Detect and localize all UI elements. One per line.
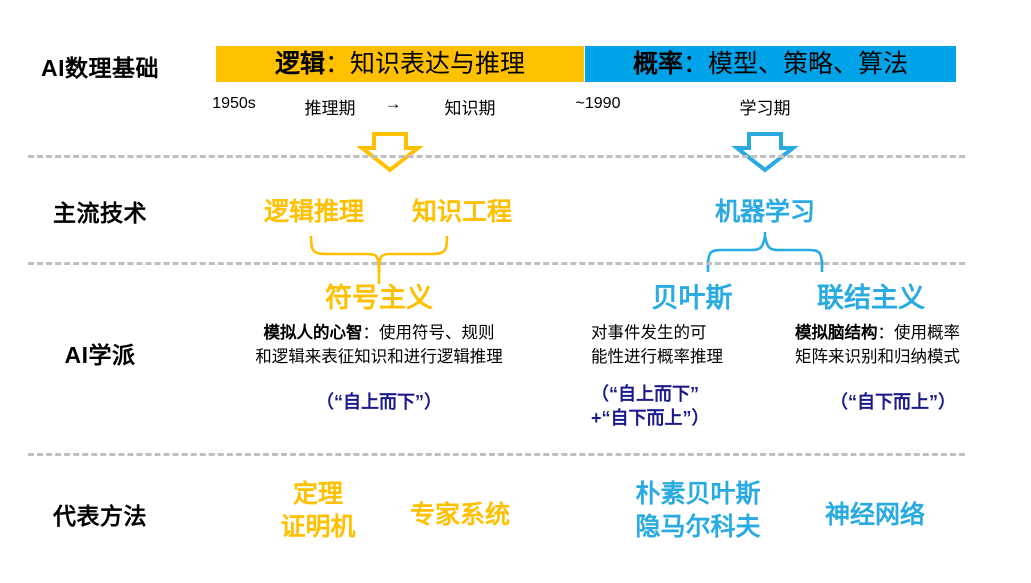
school-desc-symbolism-line2: 和逻辑来表征知识和进行逻辑推理 [255, 347, 503, 366]
banner-probability-rest: ：模型、策略、算法 [683, 50, 909, 78]
method-theorem-prover-line1: 定理 [292, 480, 343, 508]
era-mid-year: ~1990 [575, 95, 621, 112]
method-theorem-prover-line2: 证明机 [280, 513, 356, 541]
method-expert-system: 专家系统 [392, 499, 528, 532]
tech-knowledge-engineering: 知识工程 [411, 198, 512, 226]
school-updown-bayesianism-line2: +“自下而上”） [591, 408, 710, 429]
school-updown-bayesianism: （“自上而下” +“自下而上”） [591, 382, 791, 431]
divider-tech-school [28, 262, 965, 265]
banner-probability: 概率：模型、策略、算法 [585, 46, 956, 82]
method-theorem-prover: 定理 证明机 [258, 478, 378, 544]
school-updown-bayesianism-line1: （“自上而下” [591, 384, 699, 404]
school-title-connectionism: 联结主义 [817, 283, 925, 313]
banner-logic-strong: 逻辑 [274, 50, 325, 78]
school-desc-bayesianism-line2: 能性进行概率推理 [591, 347, 723, 366]
school-updown-symbolism: （“自上而下”） [316, 392, 442, 412]
method-neural-network-line1: 神经网络 [824, 501, 925, 529]
tech-logic-reasoning: 逻辑推理 [263, 198, 364, 226]
method-naive-bayes-hmm: 朴素贝叶斯 隐马尔科夫 [613, 478, 783, 544]
era-start-year: 1950s [212, 95, 256, 112]
era-reasoning-period: 推理期 [304, 99, 356, 118]
school-desc-symbolism-rest: ：使用符号、规则 [362, 324, 495, 342]
era-knowledge-period: 知识期 [444, 99, 496, 118]
row-label-technology: 主流技术 [53, 200, 147, 226]
school-desc-connectionism-line2: 矩阵来识别和归纳模式 [795, 347, 960, 366]
era-learning-period: 学习期 [739, 99, 791, 118]
school-title-bayesianism: 贝叶斯 [651, 283, 733, 313]
school-desc-connectionism-rest: ：使用概率 [877, 324, 961, 342]
banner-logic: 逻辑：知识表达与推理 [216, 46, 584, 82]
school-desc-symbolism-bold: 模拟人的心智 [263, 324, 363, 342]
method-naive-bayes-line: 朴素贝叶斯 [635, 480, 761, 508]
school-desc-symbolism-line1: 模拟人的心智：使用符号、规则 [209, 322, 549, 346]
row-label-method: 代表方法 [53, 503, 147, 529]
banner-probability-strong: 概率 [632, 50, 683, 78]
era-arrow-icon: → [384, 94, 402, 113]
orange-down-arrow-icon [356, 132, 424, 173]
method-neural-network: 神经网络 [805, 499, 945, 532]
method-hmm-line: 隐马尔科夫 [635, 513, 761, 541]
school-desc-connectionism-bold: 模拟脑结构 [795, 324, 878, 342]
school-desc-bayesianism-line1: 对事件发生的可 [591, 324, 707, 342]
tech-machine-learning: 机器学习 [714, 198, 815, 226]
school-desc-connectionism-line1: 模拟脑结构：使用概率 [795, 322, 1031, 346]
school-connectors [377, 258, 824, 272]
school-desc-symbolism: 模拟人的心智：使用符号、规则 和逻辑来表征知识和进行逻辑推理 [209, 322, 549, 370]
row-label-school: AI学派 [64, 342, 136, 368]
banner-logic-rest: ：知识表达与推理 [325, 50, 526, 78]
divider-school-method [28, 453, 965, 456]
school-desc-connectionism: 模拟脑结构：使用概率 矩阵来识别和归纳模式 [795, 322, 1031, 370]
row-label-foundation: AI数理基础 [41, 55, 159, 81]
school-updown-connectionism: （“自下而上”） [830, 392, 956, 412]
method-expert-system-line1: 专家系统 [409, 501, 510, 529]
school-desc-bayesianism: 对事件发生的可 能性进行概率推理 [591, 322, 791, 370]
school-title-symbolism: 符号主义 [325, 283, 433, 313]
divider-foundation-tech [28, 155, 965, 158]
blue-down-arrow-icon [731, 132, 799, 173]
